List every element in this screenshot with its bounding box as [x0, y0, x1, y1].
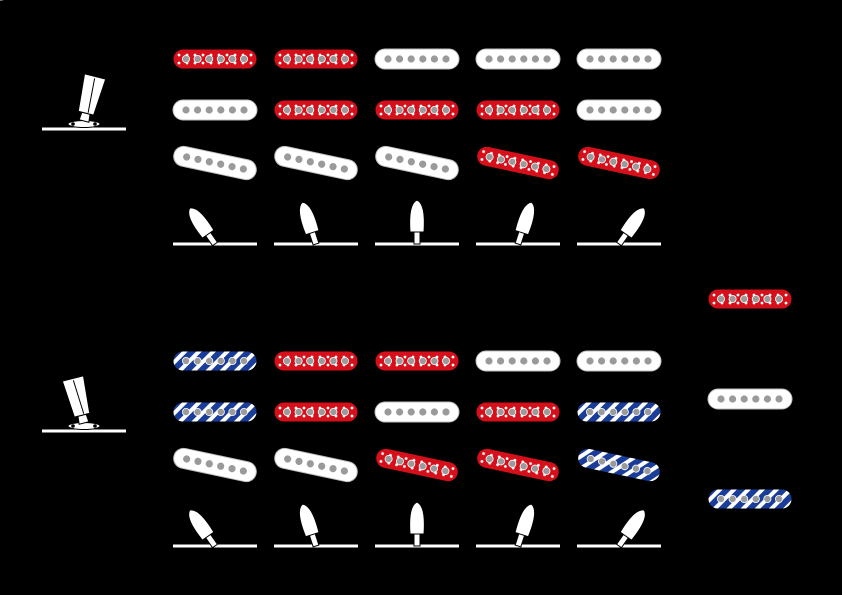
middle-pickup-2-2 [273, 401, 359, 423]
neck-pickup-1-2 [273, 48, 359, 70]
middle-pickup-1-3 [374, 99, 460, 121]
neck-pickup-1-1 [172, 48, 258, 70]
middle-pickup-1-2 [273, 99, 359, 121]
middle-pickup-1-5 [576, 99, 662, 121]
bridge-pickup-1-5 [577, 145, 661, 181]
middle-pickup-1-4 [475, 99, 561, 121]
master-switch-1 [42, 72, 126, 131]
bridge-pickup-1-2 [274, 145, 358, 181]
legend-pickup-alt [707, 488, 793, 510]
legend-pickup-on [707, 288, 793, 310]
middle-pickup-2-4 [475, 401, 561, 423]
selector-lever-2-4 [0, 0, 560, 548]
middle-pickup-2-1 [172, 401, 258, 423]
neck-pickup-2-3 [374, 350, 460, 372]
selector-lever-1-4 [0, 0, 560, 246]
selector-lever-2-1 [0, 0, 257, 549]
selector-lever-2-3 [0, 0, 459, 548]
neck-pickup-1-5 [576, 48, 662, 70]
bridge-pickup-1-3 [375, 145, 459, 181]
bridge-pickup-1-4 [476, 145, 560, 181]
selector-lever-1-2 [0, 0, 358, 246]
neck-pickup-2-2 [273, 350, 359, 372]
middle-pickup-2-3 [374, 401, 460, 423]
selector-lever-1-3 [0, 0, 459, 246]
bridge-pickup-2-3 [375, 447, 459, 483]
master-switch-2 [42, 374, 126, 433]
middle-pickup-1-1 [172, 99, 258, 121]
neck-pickup-2-4 [475, 350, 561, 372]
neck-pickup-1-4 [475, 48, 561, 70]
bridge-pickup-2-1 [173, 447, 257, 483]
bridge-pickup-2-4 [476, 447, 560, 483]
selector-lever-1-1 [0, 0, 257, 247]
bridge-pickup-2-5 [577, 447, 661, 483]
selector-lever-1-5 [0, 0, 661, 247]
selector-lever-2-2 [0, 0, 358, 548]
neck-pickup-2-1 [172, 350, 258, 372]
middle-pickup-2-5 [576, 401, 662, 423]
bridge-pickup-1-1 [173, 145, 257, 181]
bridge-pickup-2-2 [274, 447, 358, 483]
legend-pickup-off [707, 388, 793, 410]
selector-lever-2-5 [0, 0, 661, 549]
neck-pickup-1-3 [374, 48, 460, 70]
neck-pickup-2-5 [576, 350, 662, 372]
